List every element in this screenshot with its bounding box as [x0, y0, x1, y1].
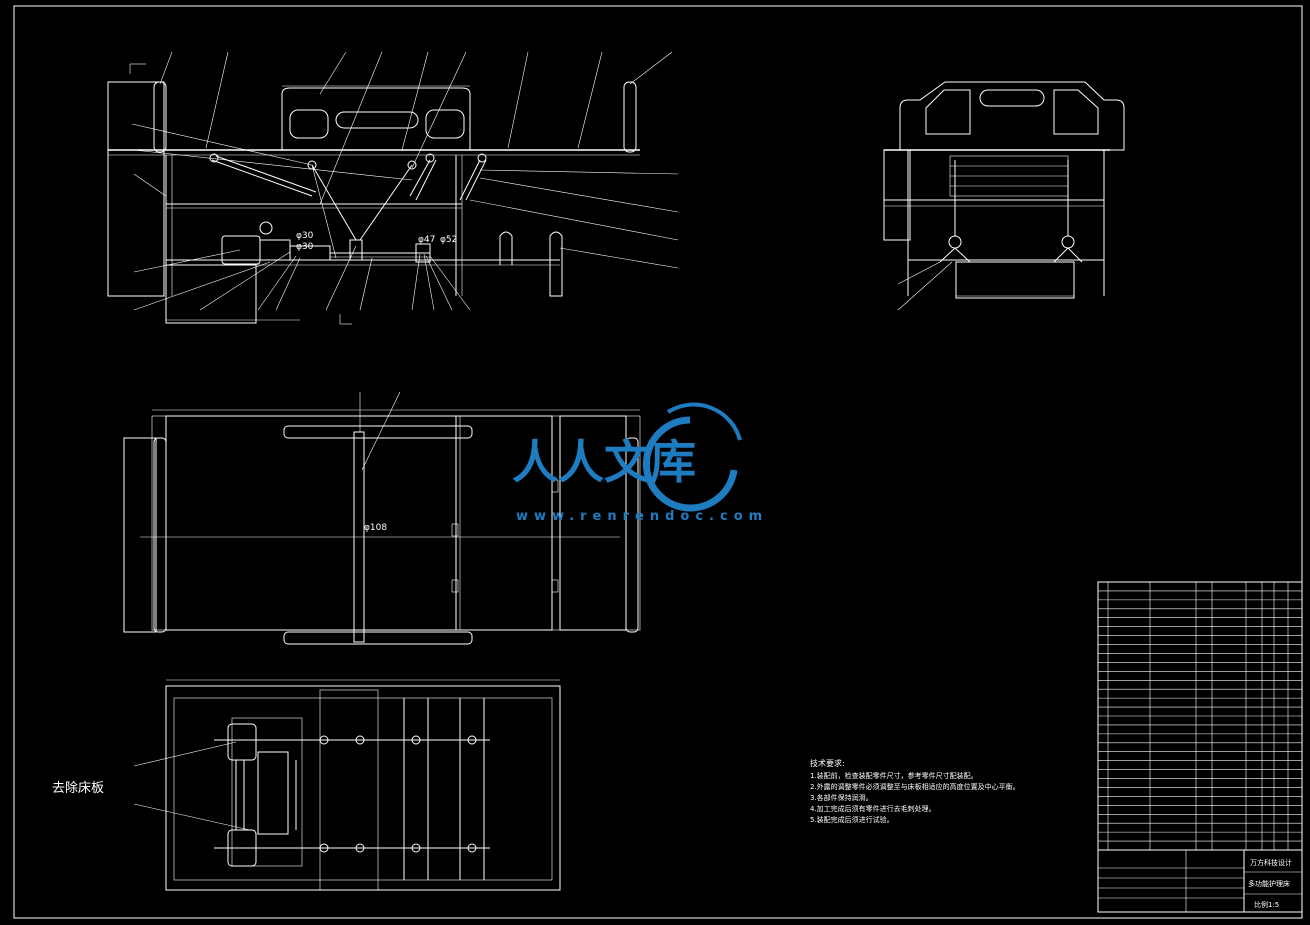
- right-post: [623, 81, 637, 153]
- technical-requirements: 技术要求: 1.装配前，检查装配零件尺寸，参考零件尺寸配装配。 2.外露的调整零…: [810, 758, 1020, 824]
- drawing-border: [13, 5, 1303, 919]
- svg-text:3.各部件保持润滑。: 3.各部件保持润滑。: [810, 793, 873, 802]
- svg-text:1.装配前，检查装配零件尺寸，参考零件尺寸配装配。: 1.装配前，检查装配零件尺寸，参考零件尺寸配装配。: [810, 771, 978, 780]
- svg-text:人人文库: 人人文库: [512, 435, 696, 489]
- underside-view: [133, 679, 561, 891]
- title-block-project: 万方科技设计: [1250, 858, 1292, 867]
- title-block-scale: 比例1:5: [1254, 900, 1279, 909]
- view-label-remove-bed-board: 去除床板: [52, 781, 104, 796]
- dim-label-phi30: φ30: [296, 242, 314, 252]
- title-block: 万方科技设计 多功能护理床 比例1:5: [1097, 849, 1303, 913]
- svg-text:技术要求:: 技术要求:: [810, 758, 845, 768]
- dim-label-phi47: φ47: [418, 235, 435, 245]
- side-guard-rail: [281, 87, 471, 150]
- left-post: [153, 81, 167, 153]
- title-block-drawing-name: 多功能护理床: [1248, 879, 1290, 888]
- parts-list-table: [1097, 581, 1303, 851]
- svg-text:2.外露的调整零件必须调整至与床板相适应的高度位置及中心平衡: 2.外露的调整零件必须调整至与床板相适应的高度位置及中心平衡。: [810, 782, 1020, 791]
- svg-text:5.装配完成后须进行试验。: 5.装配完成后须进行试验。: [810, 815, 894, 824]
- watermark-logo: 人人文库 www.renrendoc.com: [512, 402, 768, 524]
- svg-text:4.加工完成后须有零件进行去毛刺处理。: 4.加工完成后须有零件进行去毛刺处理。: [810, 804, 936, 813]
- dim-label-phi30: φ30: [296, 231, 314, 241]
- dim-label-phi52: φ52: [440, 235, 457, 245]
- side-elevation-view: [883, 81, 1125, 311]
- svg-text:www.renrendoc.com: www.renrendoc.com: [516, 509, 768, 524]
- dim-label-phi108: φ108: [364, 523, 387, 533]
- front-elevation-view: [107, 51, 679, 325]
- top-plan-view: [123, 391, 641, 645]
